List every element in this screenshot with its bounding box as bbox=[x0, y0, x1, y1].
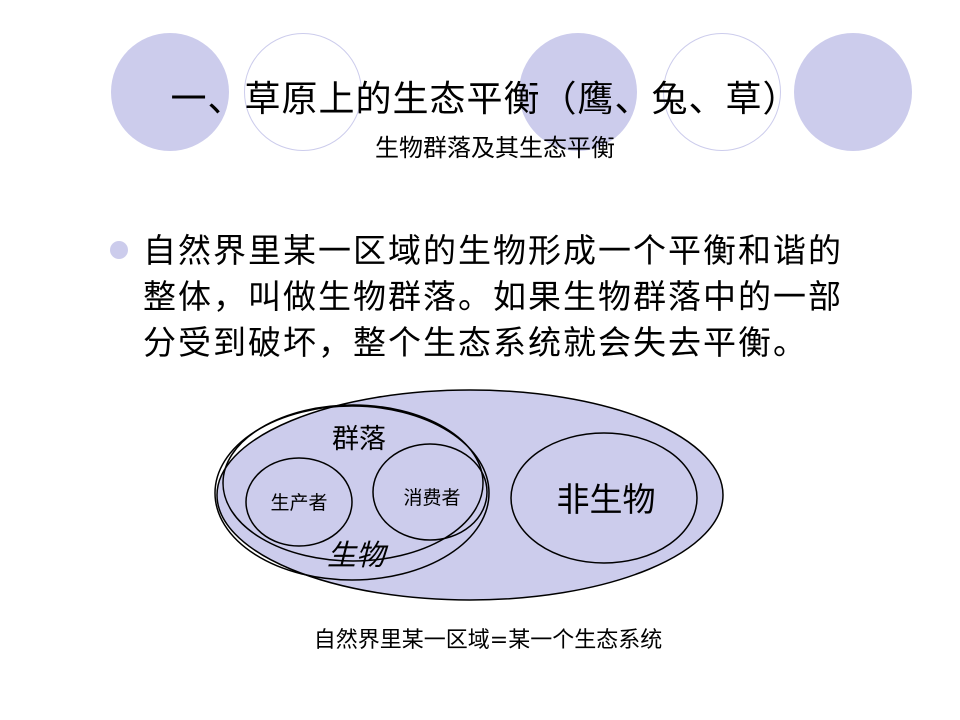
bullet-icon bbox=[110, 241, 128, 259]
slide-title: 一、草原上的生态平衡（鹰、兔、草） bbox=[170, 79, 800, 120]
community-ellipse bbox=[222, 404, 484, 562]
producer-label: 生产者 bbox=[270, 492, 327, 514]
consumer-label: 消费者 bbox=[403, 487, 460, 509]
slide-subtitle: 生物群落及其生态平衡 bbox=[375, 134, 615, 162]
paragraph-text: 自然界里某一区域的生物形成一个平衡和谐的 整体，叫做生物群落。如果生物群落中的一… bbox=[143, 228, 843, 366]
nonliving-ellipse bbox=[510, 432, 698, 564]
living-ellipse bbox=[214, 405, 490, 581]
community-label: 群落 bbox=[332, 424, 386, 455]
paragraph-line-2: 整体，叫做生物群落。如果生物群落中的一部 bbox=[143, 277, 843, 316]
decorative-circle-4 bbox=[663, 33, 781, 151]
bullet-paragraph: 自然界里某一区域的生物形成一个平衡和谐的 整体，叫做生物群落。如果生物群落中的一… bbox=[110, 228, 900, 366]
decorative-circle-2 bbox=[244, 33, 362, 151]
consumer-circle bbox=[372, 443, 488, 541]
decorative-circle-3 bbox=[519, 33, 637, 151]
paragraph-line-1: 自然界里某一区域的生物形成一个平衡和谐的 bbox=[143, 231, 843, 270]
decorative-circle-5 bbox=[794, 33, 912, 151]
nonliving-label: 非生物 bbox=[557, 480, 656, 519]
decorative-circle-1 bbox=[111, 33, 229, 151]
living-label: 生物 bbox=[327, 538, 389, 572]
ecosystem-ellipse bbox=[216, 389, 724, 601]
diagram-caption: 自然界里某一区域=某一个生态系统 bbox=[313, 628, 663, 653]
producer-circle bbox=[245, 457, 353, 547]
paragraph-line-3: 分受到破坏，整个生态系统就会失去平衡。 bbox=[143, 323, 808, 362]
